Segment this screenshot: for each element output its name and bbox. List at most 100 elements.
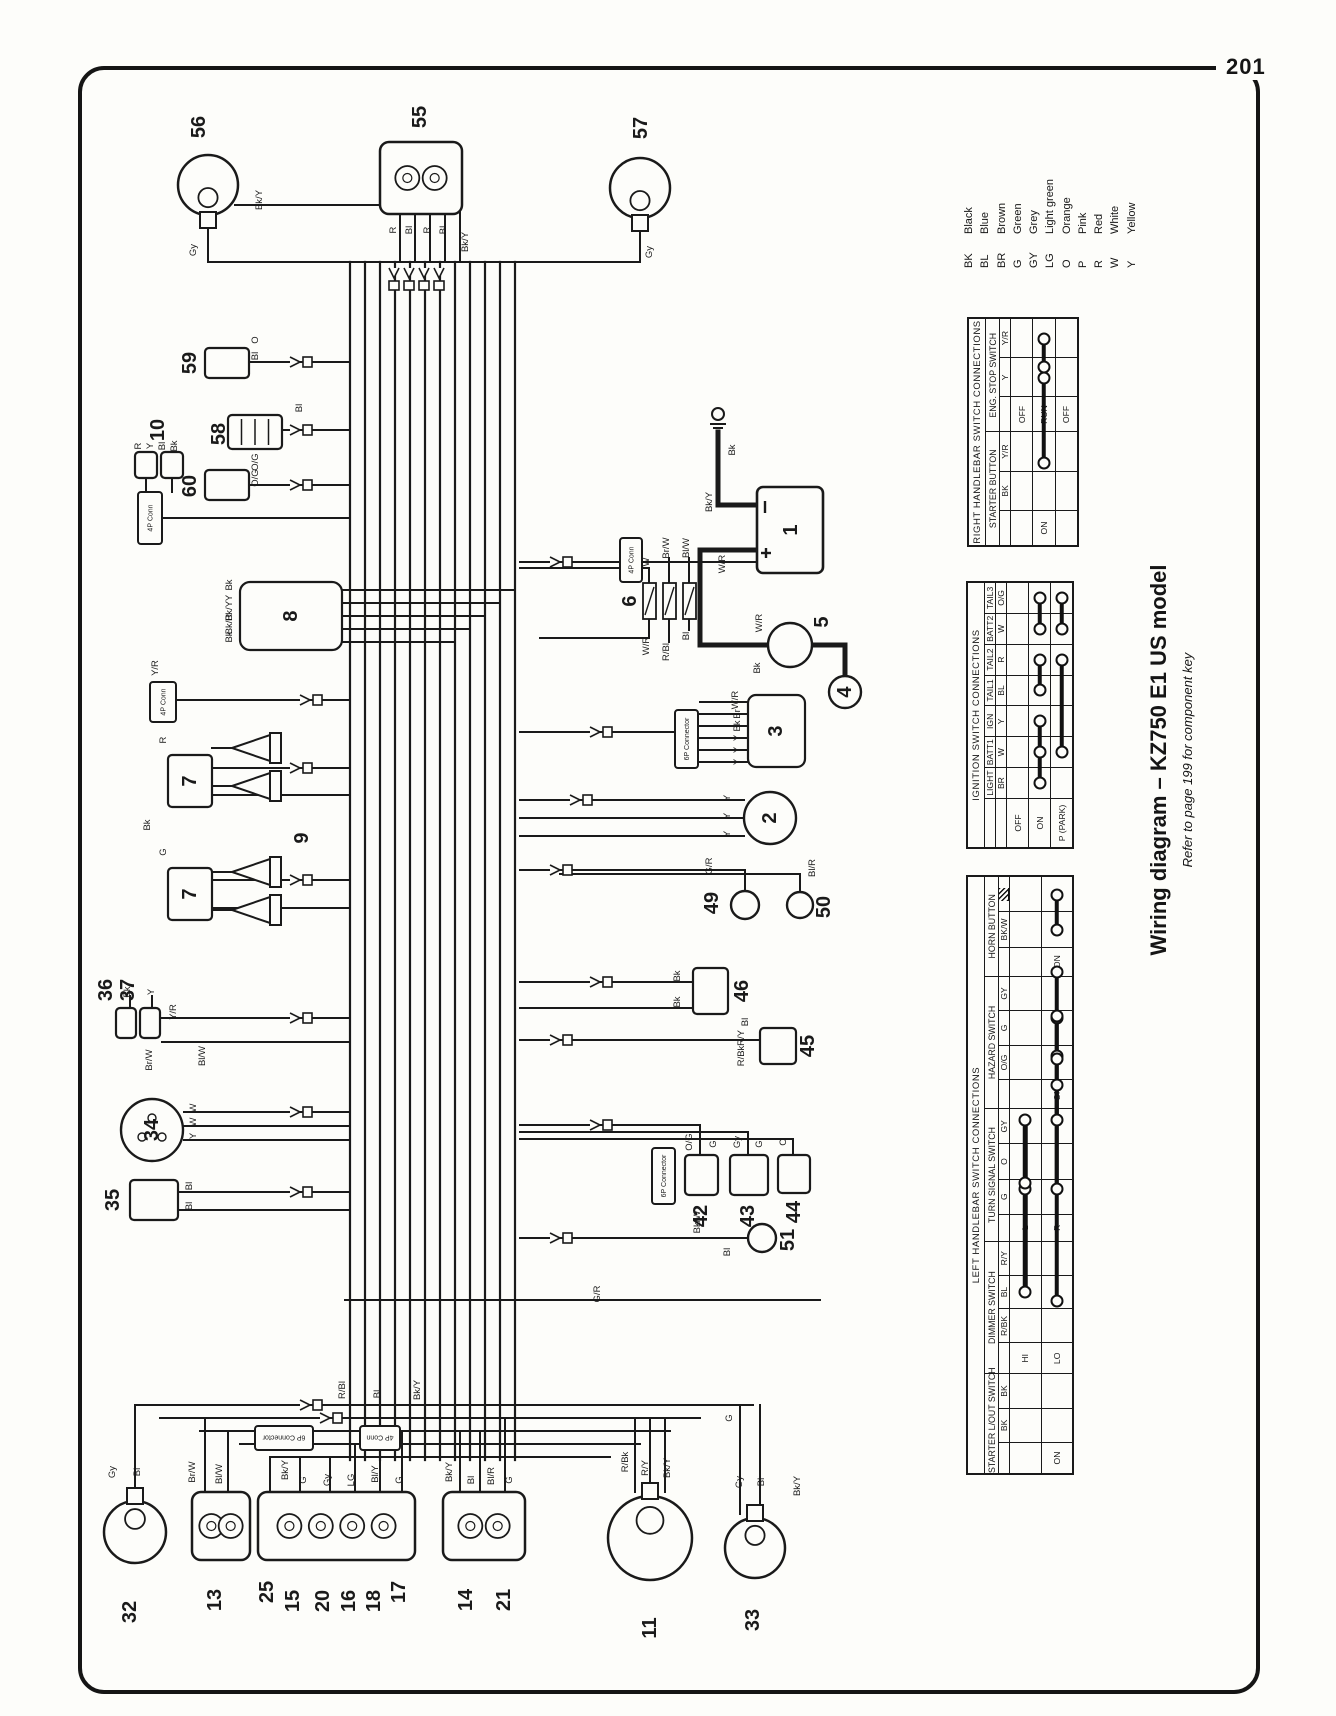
component-box	[133, 450, 159, 480]
connection-dot	[1033, 684, 1046, 697]
inline-connector-icon	[332, 1412, 343, 1424]
connection-dot	[1033, 592, 1046, 605]
column-header: W	[996, 613, 1006, 645]
connection-dot	[1037, 456, 1051, 470]
inline-connector-icon	[302, 762, 313, 774]
section-name: TURN SIGNAL SWITCH	[985, 1109, 999, 1241]
connector-label: 6P Connector	[262, 1434, 305, 1441]
wire-color-label: O	[250, 336, 261, 343]
connection-dot	[1050, 1113, 1064, 1127]
wire-color-label: Bl/W	[197, 1046, 208, 1066]
ground-icon	[711, 407, 725, 421]
inline-connector-icon	[302, 1186, 313, 1198]
column-header: TAIL3	[985, 582, 995, 614]
inline-connector-icon	[549, 556, 562, 568]
wire-color-label: W	[641, 557, 652, 566]
component-number: 60	[179, 475, 201, 497]
wire-color-label: Bk/Y	[280, 1459, 291, 1480]
wire-color-label: G/R	[592, 1285, 603, 1302]
wire-color-label: Bl	[250, 352, 261, 360]
component-number: 15	[282, 1590, 304, 1612]
plug-cap	[269, 732, 282, 764]
row-label: ON	[1051, 1451, 1062, 1465]
bulb-icon	[629, 190, 651, 212]
section-name: DIMMER SWITCH	[985, 1241, 999, 1374]
lamp-base	[199, 211, 217, 229]
component-number: 1	[780, 524, 802, 535]
connector-block	[137, 491, 163, 545]
component-box	[776, 1153, 812, 1195]
inline-connector-icon	[562, 556, 573, 568]
wire-color-label: W/R	[754, 614, 765, 633]
component-number: 55	[409, 106, 431, 128]
bulb-filament	[347, 1520, 358, 1532]
component-number: 37	[117, 979, 139, 1001]
component-number: 59	[179, 352, 201, 374]
inline-connector-icon	[549, 1232, 562, 1244]
switch-position-row: ON	[1033, 360, 1056, 545]
connection-dot	[1050, 1009, 1064, 1023]
inline-connector-icon	[562, 864, 573, 876]
spark-plug-icon	[228, 857, 271, 887]
column-header: O/G	[999, 1045, 1009, 1081]
inline-connector-icon	[289, 762, 302, 774]
connection-dot	[1033, 623, 1046, 636]
spark-plug-icon	[228, 895, 271, 925]
inline-connector-icon	[403, 280, 415, 291]
component-circle	[746, 1222, 778, 1254]
legend-code: BR	[995, 252, 1008, 268]
wire-color-label: Bk	[752, 662, 763, 673]
component-box	[128, 1178, 180, 1222]
wire-color-label: R/Y	[640, 1459, 651, 1476]
wire-color-label: Bl	[184, 1182, 195, 1190]
wire-color-label: Bk	[169, 440, 180, 451]
inline-connector-icon	[319, 1412, 332, 1424]
wire-color-label: Y/R	[168, 1004, 179, 1020]
inline-connector-icon	[602, 726, 613, 738]
switch-position-row: P (PARK)	[1051, 582, 1072, 847]
bulb-icon	[457, 1513, 484, 1539]
connector-block	[674, 709, 699, 769]
wire-color-label: R/Bl	[661, 643, 672, 661]
connector-block	[619, 537, 643, 583]
bulb-icon	[394, 165, 421, 191]
row-label: ON	[1038, 521, 1049, 535]
bulb-filament	[429, 172, 440, 184]
row-label	[1056, 511, 1077, 545]
bulb-icon	[217, 1513, 244, 1539]
switch-position-row: OFF	[1055, 319, 1077, 432]
legend-code: BK	[963, 253, 975, 268]
connection-bar	[1023, 1188, 1028, 1292]
component-number: 51	[777, 1229, 799, 1251]
wire-color-label: Bl	[466, 1476, 477, 1484]
component-number: 7	[179, 888, 201, 899]
connection-dot	[1050, 923, 1064, 937]
legend-code: W	[1109, 257, 1122, 268]
connection-dot	[1050, 1182, 1064, 1196]
component-number: 36	[95, 979, 117, 1001]
component-number: 2	[759, 812, 781, 823]
column-header: Y/R	[1000, 432, 1010, 472]
component-number: 33	[742, 1609, 764, 1631]
lamp-base	[746, 1504, 764, 1522]
wire-color-label: Y/R	[150, 660, 161, 676]
wire-color-label: Bk/Y	[792, 1475, 803, 1496]
wire-color-label: R	[158, 736, 169, 743]
wire-color-label: Gy	[322, 1474, 333, 1486]
connector-label: 6P Connector	[684, 717, 691, 760]
row-label: HI	[1020, 1354, 1031, 1363]
component-number: 44	[783, 1200, 805, 1223]
wire-color-label: Bk/Y	[444, 1461, 455, 1482]
plug-cap	[269, 856, 282, 888]
inline-connector-icon	[582, 794, 593, 806]
column-header: G	[999, 1179, 1009, 1215]
wire-color-label: O/G	[250, 453, 261, 470]
column-header: G	[999, 1011, 1009, 1046]
column-header: BATT1	[985, 737, 995, 769]
lamp-housing	[256, 1490, 417, 1562]
